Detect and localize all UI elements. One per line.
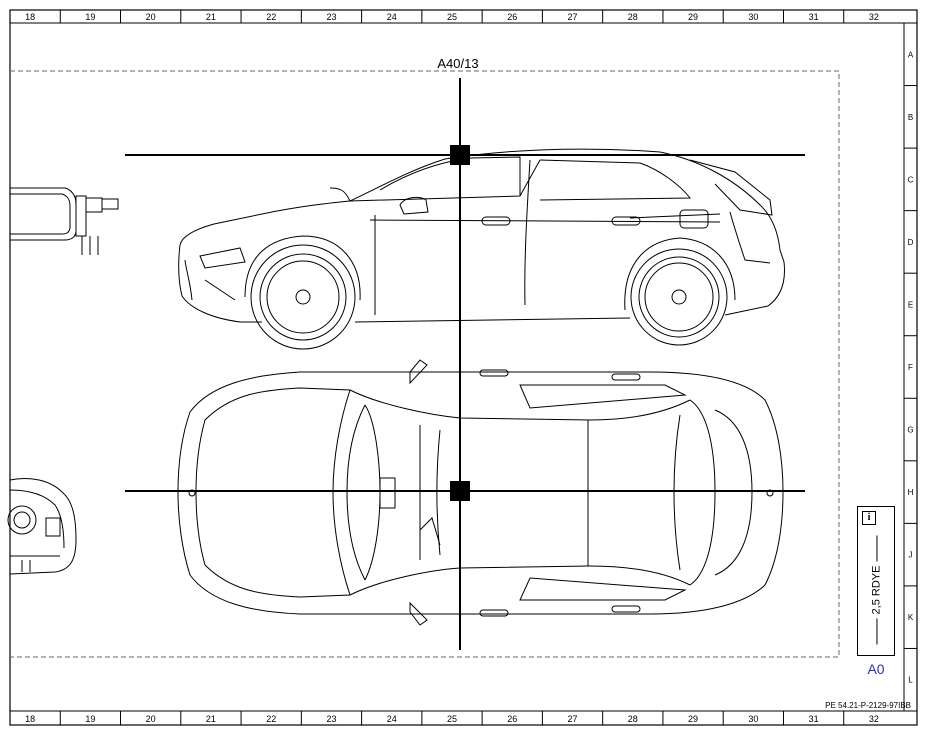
grid-row-label: H <box>908 488 914 497</box>
vehicle-top-view <box>177 359 784 626</box>
grid-row-label: E <box>908 300 913 309</box>
grid-row-label: G <box>907 426 913 435</box>
grid-column-label: 30 <box>748 714 758 724</box>
grid-row-label: B <box>908 113 913 122</box>
grid-column-label: 25 <box>447 714 457 724</box>
component-location-marker <box>125 78 805 650</box>
bottom-grid-ruler: 18 19 20 21 22 23 24 25 26 27 28 29 30 31 32 <box>25 711 879 725</box>
grid-column-label: 20 <box>146 12 156 22</box>
grid-row-label: A <box>908 50 914 59</box>
grid-column-label: 23 <box>326 12 336 22</box>
grid-column-label: 29 <box>688 714 698 724</box>
grid-column-label: 32 <box>869 714 879 724</box>
grid-column-label: 20 <box>146 714 156 724</box>
grid-row-label: L <box>908 676 913 685</box>
vehicle-side-view <box>178 148 785 350</box>
connector-label: A0 <box>867 661 885 677</box>
info-icon[interactable]: i <box>862 511 876 525</box>
grid-column-label: 24 <box>387 12 397 22</box>
grid-column-label: 31 <box>809 12 819 22</box>
grid-column-label: 26 <box>507 714 517 724</box>
grid-column-label: 28 <box>628 714 638 724</box>
top-grid-ruler: 18 19 20 21 22 23 24 25 26 27 28 29 30 31 32 <box>25 10 879 23</box>
grid-column-label: 25 <box>447 12 457 22</box>
grid-column-label: 32 <box>869 12 879 22</box>
grid-column-label: 23 <box>326 714 336 724</box>
wire-spec-text: 2,5 RDYE <box>870 532 882 649</box>
grid-column-label: 18 <box>25 12 35 22</box>
grid-column-label: 19 <box>85 714 95 724</box>
partial-component-left-top <box>10 187 119 255</box>
grid-column-label: 24 <box>387 714 397 724</box>
component-boundary <box>10 70 840 658</box>
grid-column-label: 31 <box>809 714 819 724</box>
wire-info-box: i 2,5 RDYE <box>857 506 895 656</box>
location-point-top-view <box>450 481 470 501</box>
partial-component-left-bottom <box>7 478 77 575</box>
right-grid-ruler: A B C D E F G H J K L <box>904 50 917 685</box>
grid-column-label: 22 <box>266 12 276 22</box>
reference-code: PE 54.21-P-2129-97IBB <box>825 701 911 710</box>
grid-column-label: 28 <box>628 12 638 22</box>
grid-row-label: F <box>908 363 913 372</box>
grid-column-label: 26 <box>507 12 517 22</box>
wire-spec: 2,5 RDYE <box>858 527 894 653</box>
grid-column-label: 21 <box>206 714 216 724</box>
grid-column-label: 27 <box>568 12 578 22</box>
grid-column-label: 27 <box>568 714 578 724</box>
grid-column-label: 22 <box>266 714 276 724</box>
grid-column-label: 18 <box>25 714 35 724</box>
grid-row-label: K <box>908 613 914 622</box>
grid-column-label: 30 <box>748 12 758 22</box>
grid-row-label: J <box>909 551 913 560</box>
grid-column-label: 19 <box>85 12 95 22</box>
location-point-side-view <box>450 145 470 165</box>
component-label: A40/13 <box>437 56 479 71</box>
sheet-frame <box>9 9 918 726</box>
grid-column-label: 21 <box>206 12 216 22</box>
grid-row-label: C <box>908 175 914 184</box>
grid-row-label: D <box>908 238 914 247</box>
grid-column-label: 29 <box>688 12 698 22</box>
